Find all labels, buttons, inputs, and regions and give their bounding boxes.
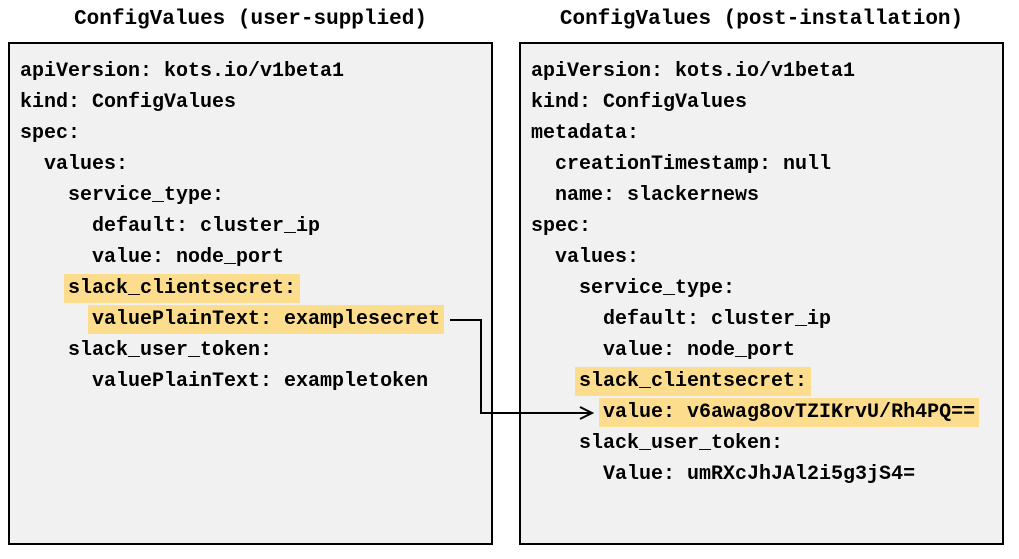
yaml-indent <box>531 308 603 331</box>
yaml-line-text: slack_clientsecret: <box>64 274 301 303</box>
post-installation-panel-title: ConfigValues (post-installation) <box>559 8 964 31</box>
yaml-line: default: cluster_ip <box>20 211 481 242</box>
yaml-indent <box>20 246 92 269</box>
yaml-line: default: cluster_ip <box>531 304 992 335</box>
yaml-code-post-installation: apiVersion: kots.io/v1beta1 kind: ConfigV… <box>531 56 992 531</box>
yaml-indent <box>531 370 579 393</box>
panel-post-installation: apiVersion: kots.io/v1beta1 kind: ConfigV… <box>519 42 1004 545</box>
yaml-line: Value: umRXcJhJAl2i5g3jS4= <box>531 459 992 490</box>
yaml-line: spec: <box>531 211 992 242</box>
yaml-line-text: apiVersion: kots.io/v1beta1 <box>20 60 345 83</box>
yaml-line-text: default: cluster_ip <box>603 308 832 331</box>
yaml-line-text: Value: umRXcJhJAl2i5g3jS4= <box>603 463 916 486</box>
yaml-line: service_type: <box>20 180 481 211</box>
yaml-indent <box>531 246 555 269</box>
yaml-line: kind: ConfigValues <box>20 87 481 118</box>
yaml-indent <box>20 370 92 393</box>
yaml-line-text: default: cluster_ip <box>92 215 321 238</box>
yaml-line-text: values: <box>44 153 129 176</box>
yaml-line-text: spec: <box>531 215 592 238</box>
yaml-indent <box>531 153 555 176</box>
yaml-line: values: <box>20 149 481 180</box>
yaml-line: creationTimestamp: null <box>531 149 992 180</box>
yaml-line-text: value: node_port <box>603 339 796 362</box>
yaml-indent <box>531 463 603 486</box>
yaml-line: kind: ConfigValues <box>531 87 992 118</box>
yaml-line-text: spec: <box>20 122 81 145</box>
yaml-line-text: valuePlainText: exampletoken <box>92 370 429 393</box>
yaml-line-text: creationTimestamp: null <box>555 153 832 176</box>
yaml-line: apiVersion: kots.io/v1beta1 <box>20 56 481 87</box>
yaml-indent <box>20 184 68 207</box>
yaml-line-text: valuePlainText: examplesecret <box>88 305 445 334</box>
yaml-line-text: apiVersion: kots.io/v1beta1 <box>531 60 856 83</box>
yaml-line: metadata: <box>531 118 992 149</box>
yaml-indent <box>20 215 92 238</box>
yaml-line: valuePlainText: exampletoken <box>20 366 481 397</box>
yaml-line-text: kind: ConfigValues <box>531 91 748 114</box>
yaml-indent <box>531 277 579 300</box>
yaml-indent <box>20 153 44 176</box>
yaml-line: spec: <box>20 118 481 149</box>
yaml-indent <box>531 401 603 424</box>
yaml-code-user-supplied: apiVersion: kots.io/v1beta1 kind: ConfigV… <box>20 56 481 531</box>
yaml-line: value: node_port <box>531 335 992 366</box>
yaml-line-text: slack_clientsecret: <box>575 367 812 396</box>
yaml-line-text: value: node_port <box>92 246 285 269</box>
yaml-line-text: kind: ConfigValues <box>20 91 237 114</box>
yaml-line: slack_user_token: <box>531 428 992 459</box>
yaml-indent <box>531 184 555 207</box>
yaml-line: values: <box>531 242 992 273</box>
yaml-indent <box>20 339 68 362</box>
yaml-line-text: slack_user_token: <box>579 432 784 455</box>
yaml-line: slack_clientsecret: <box>20 273 481 304</box>
panel-user-supplied: apiVersion: kots.io/v1beta1 kind: ConfigV… <box>8 42 493 545</box>
yaml-line-text: metadata: <box>531 122 640 145</box>
yaml-indent <box>531 432 579 455</box>
yaml-line: service_type: <box>531 273 992 304</box>
yaml-line-text: values: <box>555 246 640 269</box>
yaml-line-text: service_type: <box>579 277 736 300</box>
yaml-line: value: v6awag8ovTZIKrvU/Rh4PQ== <box>531 397 992 428</box>
yaml-line: valuePlainText: examplesecret <box>20 304 481 335</box>
yaml-line-text: service_type: <box>68 184 225 207</box>
yaml-indent <box>20 308 92 331</box>
yaml-line-text: slack_user_token: <box>68 339 273 362</box>
yaml-line: value: node_port <box>20 242 481 273</box>
yaml-indent <box>531 339 603 362</box>
yaml-line: slack_clientsecret: <box>531 366 992 397</box>
yaml-line-text: value: v6awag8ovTZIKrvU/Rh4PQ== <box>599 398 980 427</box>
yaml-line-text: name: slackernews <box>555 184 760 207</box>
yaml-line: apiVersion: kots.io/v1beta1 <box>531 56 992 87</box>
user-supplied-panel-title: ConfigValues (user-supplied) <box>74 8 427 31</box>
yaml-line: slack_user_token: <box>20 335 481 366</box>
yaml-line: name: slackernews <box>531 180 992 211</box>
yaml-indent <box>20 277 68 300</box>
